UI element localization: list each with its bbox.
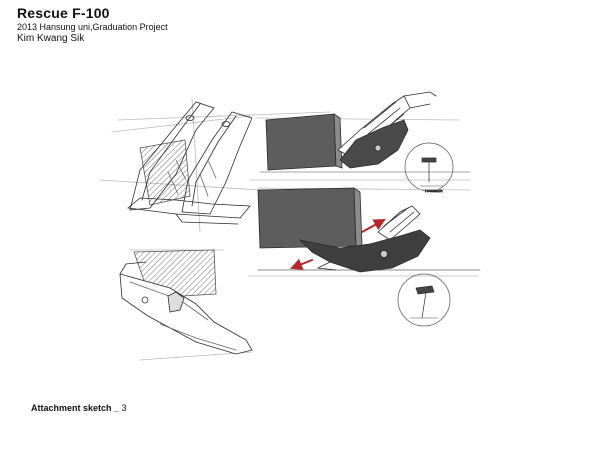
sketch-attachment-perspective <box>99 97 331 233</box>
page-subtitle: 2013 Hansung uni,Graduation Project <box>17 22 168 32</box>
sketch-caption: Attachment sketch _ 3 <box>31 403 127 414</box>
title-block: Rescue F-100 2013 Hansung uni,Graduation… <box>17 5 168 45</box>
page-title: Rescue F-100 <box>17 5 110 21</box>
caption-text: Attachment sketch _ <box>31 403 120 413</box>
sketch-attachment-mounted <box>249 91 471 181</box>
hammer-detail-top: HAMMER <box>404 142 454 193</box>
caption-number: 3 <box>121 403 127 413</box>
hammer-detail-bottom <box>397 273 451 327</box>
sketch-attachment-side <box>119 249 253 361</box>
hammer-tag: HAMMER <box>425 188 443 193</box>
sketch-wedge-action <box>247 187 481 277</box>
page-author: Kim Kwang Sik <box>17 33 85 44</box>
